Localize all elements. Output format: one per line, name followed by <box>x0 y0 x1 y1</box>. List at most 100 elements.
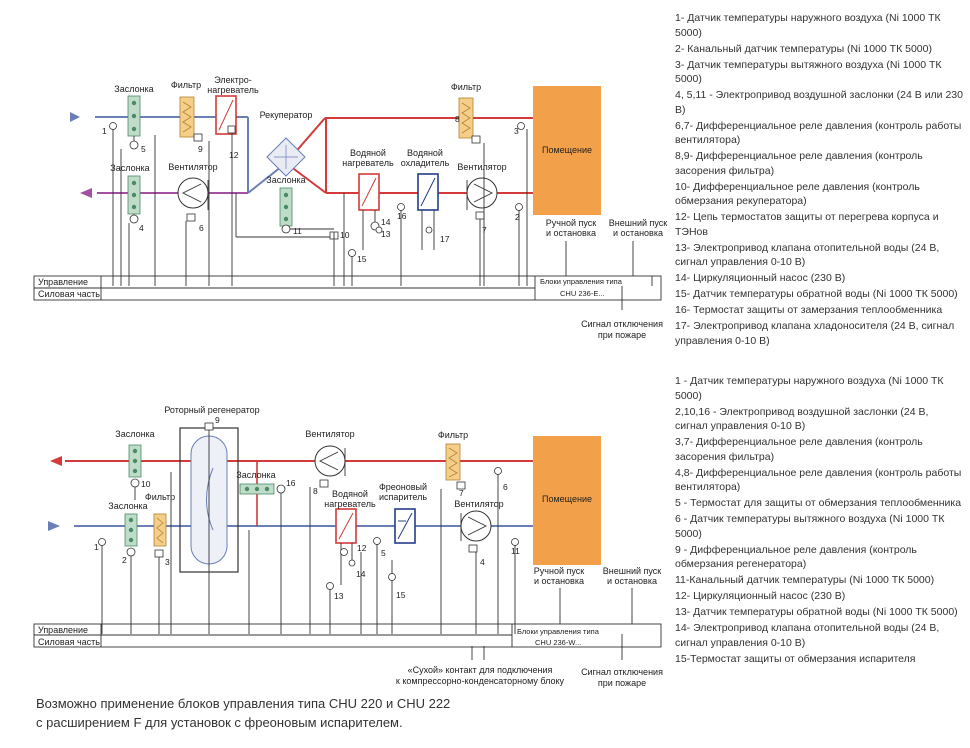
filter2-low-label: Фильтр <box>145 492 175 502</box>
control-wires-2 <box>101 430 633 660</box>
fire-signal-label-2b: при пожаре <box>598 678 646 688</box>
water-heater-2-label-2: нагреватель <box>324 499 376 509</box>
footnote-line-1: Возможно применение блоков управления ти… <box>36 696 451 711</box>
legend2-item: 5 - Термостат для защиты от обмерзания т… <box>675 497 962 509</box>
water-heater-label-2: нагреватель <box>342 158 394 168</box>
dry-contact-label-b: к компрессорно-конденсаторному блоку <box>396 676 565 686</box>
damper2-top-label: Заслонка <box>115 429 154 439</box>
fire-signal-label-2a: Сигнал отключения <box>581 667 663 677</box>
damper2-mid-label: Заслонка <box>236 470 275 480</box>
manual-start-label-1a: Ручной пуск <box>546 218 596 228</box>
legend1-item: 8,9- Дифференциальное реле давления (кон… <box>675 150 923 177</box>
callout-12: 12 <box>229 150 239 160</box>
callout-5: 5 <box>141 144 146 154</box>
external-start-label-1b: и остановка <box>613 228 663 238</box>
power-label-1: Силовая часть <box>38 289 100 299</box>
legend1-item: 4, 5,11 - Электропривод воздушной заслон… <box>675 89 963 116</box>
callout2-5: 5 <box>381 548 386 558</box>
fan2-right <box>460 510 492 553</box>
callout-14: 14 <box>381 217 391 227</box>
control-label-2: Управление <box>38 625 88 635</box>
legend1-item: 1- Датчик температуры наружного воздуха … <box>675 12 941 39</box>
callout2-6: 6 <box>503 482 508 492</box>
blocks-label-1a: Блоки управления типа <box>540 277 623 286</box>
legend1-item: 6,7- Дифференциальное реле давления (кон… <box>675 119 962 147</box>
legend1-item: 16- Термостат защиты от замерзания тепло… <box>675 304 943 316</box>
legend1-item: 13- Электропривод клапана отопительной в… <box>675 241 940 269</box>
blocks-label-2b: CHU 236-W... <box>535 638 581 647</box>
electric-heater <box>215 95 237 135</box>
legend-diagram-1: 1- Датчик температуры наружного воздуха … <box>675 11 963 350</box>
damper-mid-label: Заслонка <box>266 175 305 185</box>
legend2-item: 15-Термостат защиты от обмерзания испари… <box>675 652 916 665</box>
legend1-item: 10- Дифференциальное реле давления (конт… <box>675 180 920 208</box>
callout-13: 13 <box>381 229 391 239</box>
callout-17: 17 <box>440 234 450 244</box>
water-cooler <box>417 173 439 250</box>
fire-signal-label-1a: Сигнал отключения <box>581 319 663 329</box>
legend1-item: 14- Циркуляционный насос (230 В) <box>675 272 846 284</box>
callout2-16: 16 <box>286 478 296 488</box>
legend2-item: 12- Циркуляционный насос (230 В) <box>675 590 846 602</box>
external-start-label-1a: Внешний пуск <box>609 218 667 228</box>
damper-top <box>127 95 141 150</box>
water-cooler-label-1: Водяной <box>407 148 443 158</box>
callout-10: 10 <box>340 230 350 240</box>
freon-label-1: Фреоновый <box>379 482 427 492</box>
callout-4: 4 <box>139 223 144 233</box>
fan2-right-label: Вентилятор <box>454 499 503 509</box>
callout2-11: 11 <box>511 546 520 556</box>
legend2-item: 14- Электропривод клапана отопительной в… <box>675 622 940 649</box>
freon-evaporator <box>394 508 416 544</box>
legend1-item: 3- Датчик температуры вытяжного воздуха … <box>675 58 942 86</box>
external-start-label-2b: и остановка <box>607 576 657 586</box>
callout-9: 9 <box>198 144 203 154</box>
filter2-top-label: Фильтр <box>438 430 468 440</box>
sensors-2 <box>98 467 519 590</box>
footnote-line-2: с расширением F для установок с фреоновы… <box>36 715 403 730</box>
callout2-10: 10 <box>141 479 151 489</box>
callout-2: 2 <box>515 212 520 222</box>
callout2-1: 1 <box>94 542 99 552</box>
footnote: Возможно применение блоков управления ти… <box>36 694 450 732</box>
damper-bottom <box>127 175 141 224</box>
external-start-label-2a: Внешний пуск <box>603 566 661 576</box>
bus-1 <box>33 275 662 301</box>
callout-1: 1 <box>102 126 107 136</box>
room-label-2: Помещение <box>542 494 592 504</box>
water-cooler-label-2: охладитель <box>401 158 450 168</box>
callout-8: 8 <box>455 114 460 124</box>
callout-11: 11 <box>293 226 302 236</box>
bus-2 <box>33 623 662 648</box>
rotor-label: Роторный регенератор <box>164 405 259 415</box>
filter-top-label: Фильтр <box>171 80 201 90</box>
legend-diagram-2: 1 - Датчик температуры наружного воздуха… <box>675 374 963 668</box>
callout2-3: 3 <box>165 557 170 567</box>
water-heater <box>358 173 380 250</box>
callout2-4: 4 <box>480 557 485 567</box>
fan2-top <box>314 445 346 488</box>
damper-top-label: Заслонка <box>114 84 153 94</box>
callout-numbers-1: 1 5 9 12 3 4 6 11 10 14 13 15 16 17 8 7 … <box>102 114 520 264</box>
blocks-label-2a: Блоки управления типа <box>517 627 600 636</box>
callout-numbers-2: 9 10 16 8 7 6 1 2 3 12 14 13 5 15 4 11 <box>94 415 520 601</box>
callout2-7: 7 <box>459 488 464 498</box>
legend2-item: 9 - Дифференциальное реле давления (конт… <box>675 543 917 571</box>
callout-3: 3 <box>514 126 519 136</box>
legend2-item: 1 - Датчик температуры наружного воздуха… <box>675 375 944 402</box>
room-box <box>533 86 601 215</box>
manual-start-label-2b: и остановка <box>534 576 584 586</box>
water-heater-2 <box>335 508 357 585</box>
heater-label-1: Электро- <box>214 75 252 85</box>
legend1-item: 15- Датчик температуры обратной воды (Ni… <box>675 288 958 300</box>
room-label: Помещение <box>542 145 592 155</box>
filter2-low <box>153 513 167 558</box>
fan-left <box>177 177 209 222</box>
legend2-item: 2,10,16 - Электропривод воздушной заслон… <box>675 405 929 433</box>
legend2-item: 11-Канальный датчик температуры (Ni 1000… <box>675 574 935 586</box>
recuperator <box>266 137 306 177</box>
water-heater-label-1: Водяной <box>350 148 386 158</box>
filter-top <box>179 96 203 142</box>
